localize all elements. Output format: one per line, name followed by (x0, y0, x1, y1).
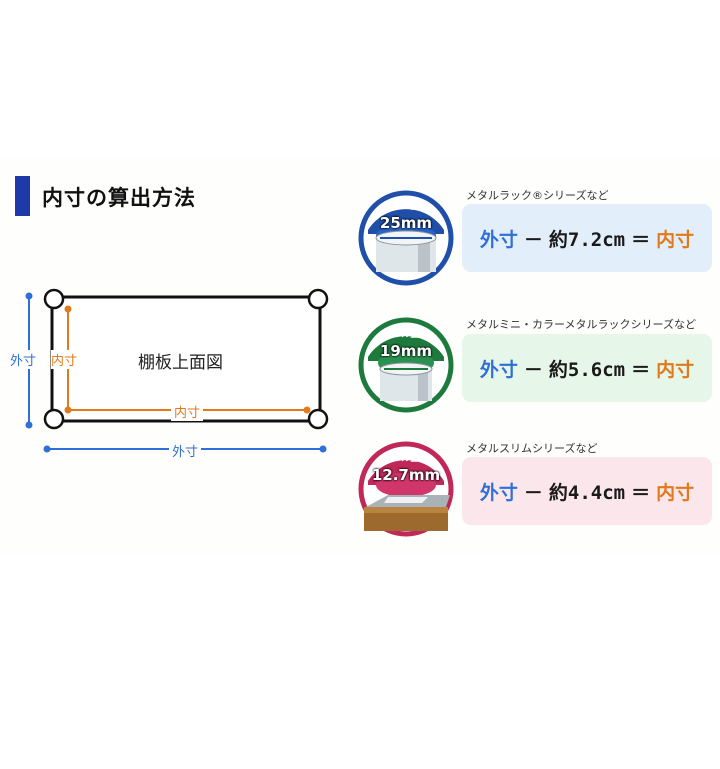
pole-circle (43, 288, 65, 310)
formula-minus: － (523, 228, 543, 251)
formula-minus: － (523, 358, 543, 381)
inner-end (303, 406, 311, 414)
inner-height-label: 内寸 (51, 350, 78, 369)
formula-minus: － (523, 481, 543, 504)
formula-inner: 内寸 (656, 481, 695, 504)
shelf-top-view-label: 棚板上面図 (138, 353, 223, 373)
pole-badge-25mm (358, 190, 454, 286)
pole-diameter-label: ポール直径 (383, 202, 429, 212)
formula-value: 約5.6cm (548, 358, 626, 381)
formula-outer: 外寸 (479, 228, 518, 251)
formula-equals: ＝ (631, 481, 651, 504)
formula-box: 外寸 － 約5.6cm ＝ 内寸 (462, 334, 712, 402)
formula-box: 外寸 － 約7.2cm ＝ 内寸 (462, 204, 712, 272)
formula-inner: 内寸 (656, 358, 695, 381)
pole-badge-19mm (358, 317, 454, 413)
title-accent-bar (15, 176, 30, 216)
formula-outer: 外寸 (479, 358, 518, 381)
pole-size: 12.7mm (371, 466, 441, 484)
pole-circle (307, 288, 329, 310)
outer-width-label: 外寸 (169, 441, 202, 460)
series-name: メタルミニ・カラーメタルラックシリーズなど (466, 318, 697, 331)
formula-equals: ＝ (631, 358, 651, 381)
pole-badge-12-7mm (358, 441, 454, 537)
outer-height-label: 外寸 (10, 350, 37, 369)
series-name: メタルスリムシリーズなど (466, 442, 598, 455)
pole-diameter-label: ポール直径 (383, 330, 429, 340)
inner-end (64, 406, 72, 414)
shelf-outline (50, 295, 322, 423)
inner-end (64, 305, 72, 313)
formula-outer: 外寸 (479, 481, 518, 504)
formula-value: 約7.2cm (548, 228, 626, 251)
inner-width-label: 内寸 (171, 402, 204, 421)
formula-box: 外寸 － 約4.4cm ＝ 内寸 (462, 457, 712, 525)
pole-diameter-label: ポール直径 (383, 454, 429, 464)
formula-equals: ＝ (631, 228, 651, 251)
outer-height-end (25, 421, 33, 429)
formula-inner: 内寸 (656, 228, 695, 251)
page-title: 内寸の算出方法 (42, 186, 196, 210)
formula-value: 約4.4cm (548, 481, 626, 504)
pole-size: 25mm (379, 214, 433, 232)
series-name: メタルラック®シリーズなど (466, 189, 609, 202)
pole-circle (43, 408, 65, 430)
outer-width-end (319, 445, 327, 453)
pole-circle (307, 408, 329, 430)
outer-height-end (25, 292, 33, 300)
pole-size: 19mm (379, 342, 433, 360)
outer-width-end (43, 445, 51, 453)
